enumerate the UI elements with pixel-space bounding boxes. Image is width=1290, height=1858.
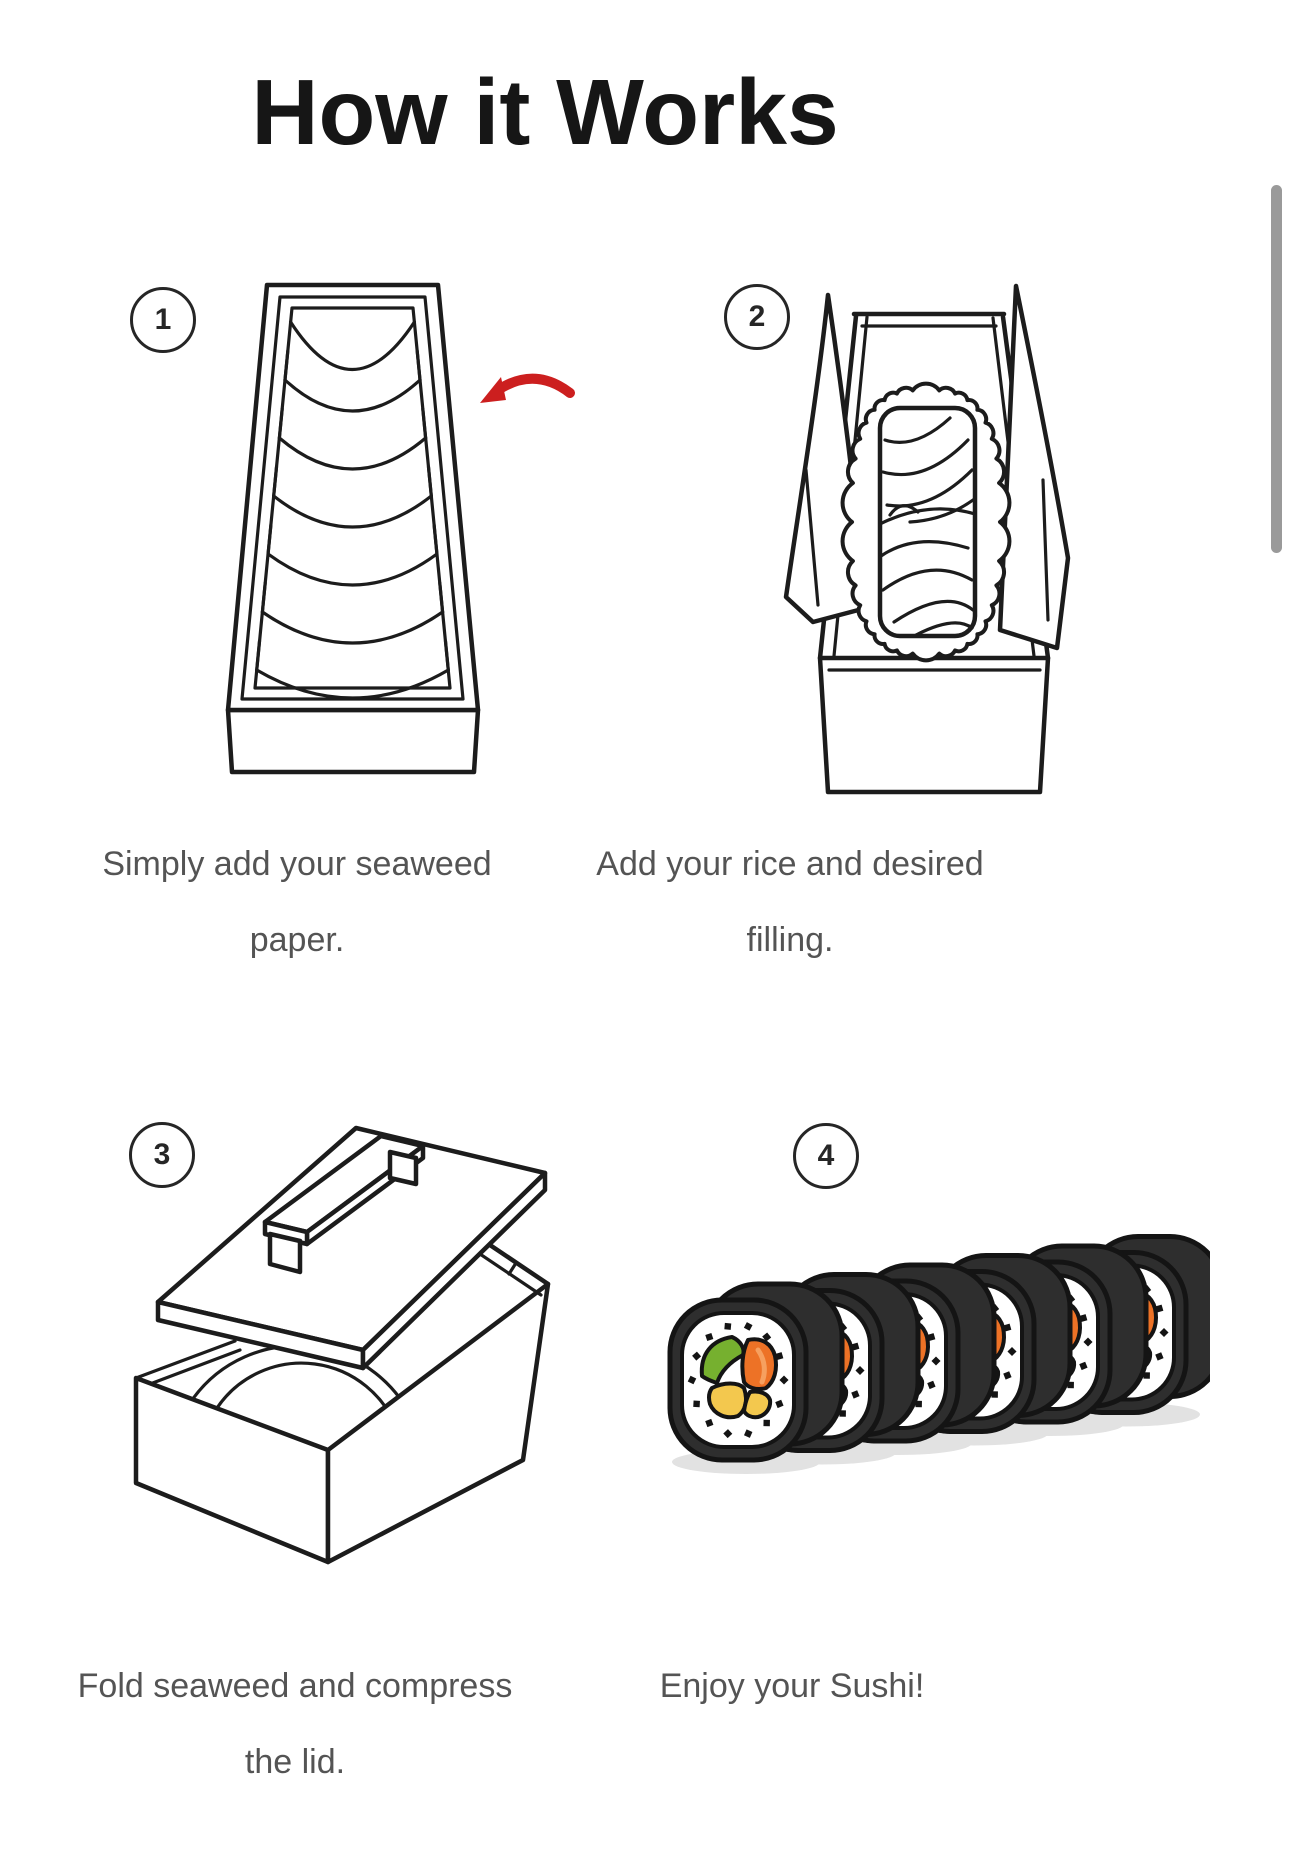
- step-2-number-badge: 2: [724, 284, 790, 350]
- step-4-number-badge: 4: [793, 1123, 859, 1189]
- step-1-caption: Simply add your seaweed paper.: [102, 845, 492, 959]
- step-4-number: 4: [817, 1139, 835, 1172]
- step-1-illustration: [225, 282, 575, 775]
- step-1-number: 1: [154, 303, 172, 336]
- page-title: How it Works: [251, 60, 839, 164]
- press-lid: [155, 1125, 548, 1371]
- step-1-number-badge: 1: [130, 287, 196, 353]
- step-3-number-badge: 3: [129, 1122, 195, 1188]
- step-2-number: 2: [748, 300, 766, 333]
- step-4-illustration: [655, 1225, 1210, 1485]
- step-2-illustration: [783, 283, 1071, 795]
- lid-handle: [262, 1133, 426, 1275]
- scrollbar-thumb[interactable]: [1271, 185, 1282, 553]
- step-2-caption: Add your rice and desired filling.: [596, 845, 984, 959]
- step-3-number: 3: [153, 1138, 171, 1171]
- salmon-filling: [877, 405, 978, 639]
- step-4-caption: Enjoy your Sushi!: [659, 1667, 925, 1705]
- step-3-caption: Fold seaweed and compress the lid.: [77, 1667, 513, 1781]
- curved-arrow-left-icon: [480, 373, 575, 403]
- step-3-illustration: [133, 1125, 551, 1565]
